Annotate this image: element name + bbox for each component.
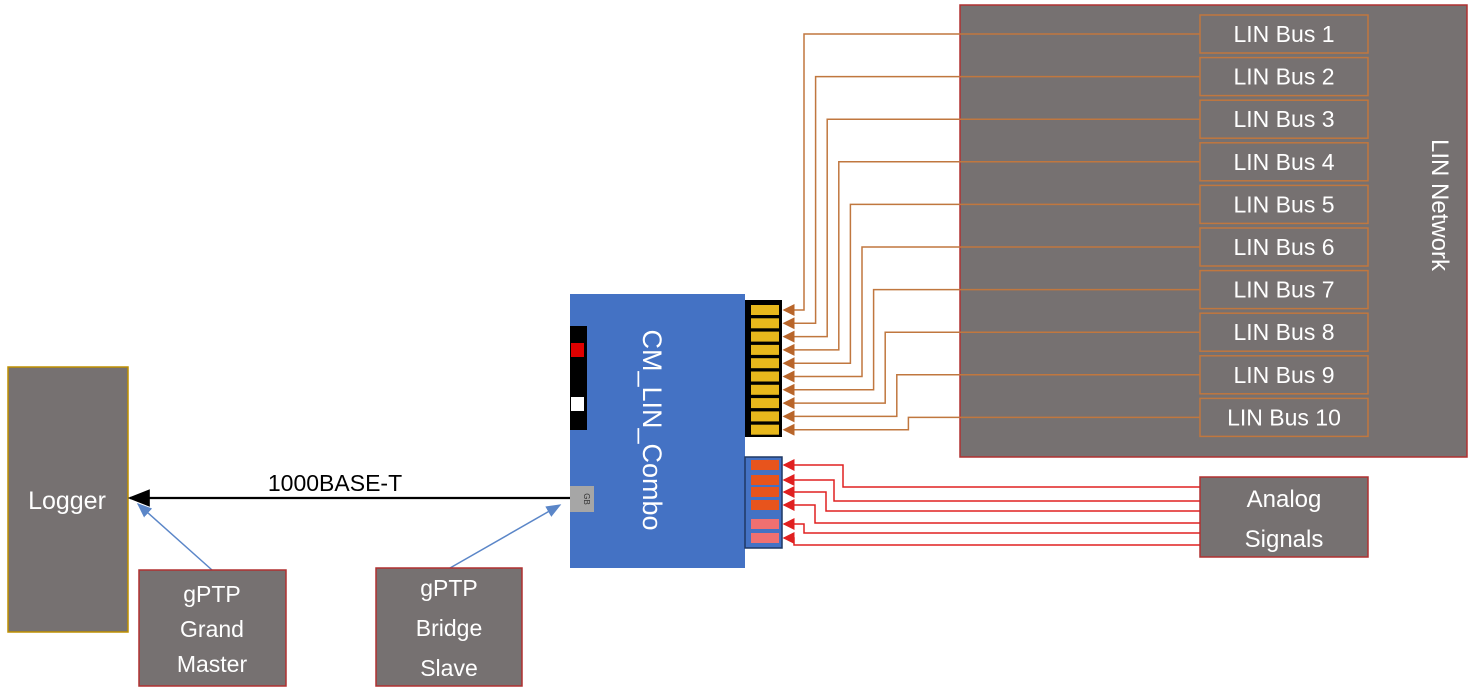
lin-bus-label: LIN Bus 2 [1234, 64, 1335, 90]
lin-pin [751, 318, 779, 329]
lin-connector-pads [751, 305, 779, 435]
lin-pin [751, 331, 779, 342]
logger-label: Logger [28, 487, 106, 515]
device-sd-slot [571, 397, 584, 411]
lin-bus-box [1199, 184, 1369, 225]
analog-wires [782, 459, 1200, 546]
analog-pin [751, 475, 779, 485]
analog-signals-label-2: Signals [1245, 526, 1324, 553]
lin-network-label: LIN Network [1426, 139, 1453, 272]
lin-bus-box [1199, 355, 1369, 395]
lin-bus-box [1199, 269, 1369, 310]
lin-bus-box [1199, 99, 1369, 139]
lin-wire [782, 75, 1200, 330]
logger-box [7, 366, 129, 633]
bridge-slave-arrow [449, 504, 562, 569]
lin-pin [751, 344, 779, 355]
analog-wire [782, 518, 1200, 534]
lin-bus-label: LIN Bus 3 [1234, 106, 1335, 132]
analog-wire [782, 474, 1200, 502]
lin-bus-box [1199, 312, 1369, 352]
lin-pin [751, 411, 779, 422]
bridge-slave-label-1: gPTP [420, 575, 478, 601]
lin-pin [751, 384, 779, 395]
analog-connector-pads [751, 460, 779, 543]
lin-pin [751, 398, 779, 409]
analog-pin [751, 487, 779, 497]
lin-bus-label: LIN Bus 7 [1234, 277, 1335, 303]
lin-bus-label: LIN Bus 6 [1234, 234, 1335, 260]
lin-bus-label: LIN Bus 5 [1234, 191, 1335, 217]
lin-wire [782, 246, 1200, 383]
grand-master-label-3: Master [177, 651, 248, 677]
lin-bus-box [1199, 142, 1369, 182]
lin-wire [782, 288, 1200, 396]
lin-wire [782, 33, 1200, 316]
lin-bus-label: LIN Bus 4 [1234, 149, 1335, 175]
lin-pin [751, 424, 779, 435]
lin-wire [782, 331, 1200, 410]
bridge-slave-box [375, 567, 523, 687]
lin-wire [782, 203, 1200, 370]
analog-signals-label-1: Analog [1247, 486, 1322, 513]
lin-wire [782, 374, 1200, 423]
lin-bus-list: LIN Bus 1 LIN Bus 2 LIN Bus 3 LIN Bus 4 LIN … [1199, 14, 1369, 438]
bridge-slave-label-3: Slave [420, 655, 478, 681]
grand-master-label-2: Grand [180, 616, 244, 642]
device-label: CM_LIN_Combo [637, 329, 667, 530]
analog-wire [782, 459, 1200, 488]
analog-pin [751, 519, 779, 529]
lin-pin [751, 371, 779, 382]
ethernet-link-label: 1000BASE-T [268, 470, 402, 496]
lin-bus-label: LIN Bus 1 [1234, 21, 1335, 47]
lin-pin [751, 358, 779, 369]
analog-wire [782, 486, 1200, 512]
grand-master-arrow [136, 503, 213, 571]
analog-pin [751, 533, 779, 543]
lin-bus-label: LIN Bus 9 [1234, 362, 1335, 388]
cm-lin-combo-device [570, 294, 745, 568]
lin-bus-box [1199, 14, 1369, 54]
lin-wire [782, 118, 1200, 343]
lin-wire [782, 161, 1200, 356]
device-port-label: GB [582, 493, 591, 505]
lin-pin [751, 305, 779, 315]
grand-master-box [138, 569, 287, 687]
lin-bus-box [1199, 227, 1369, 267]
bridge-slave-label-2: Bridge [416, 615, 482, 641]
analog-wire [782, 499, 1200, 524]
device-status-strip [570, 326, 587, 430]
analog-pin [751, 460, 779, 470]
lin-bus-label: LIN Bus 8 [1234, 319, 1335, 345]
lin-wires [782, 33, 1200, 436]
grand-master-label-1: gPTP [183, 581, 241, 607]
lin-bus-box [1199, 56, 1369, 97]
analog-wire [782, 532, 1200, 546]
analog-signals-box [1199, 476, 1369, 558]
device-status-led [571, 343, 584, 357]
lin-bus-label: LIN Bus 10 [1227, 404, 1341, 430]
device-ethernet-port [570, 486, 594, 512]
analog-pin [751, 500, 779, 510]
lin-bus-box [1199, 397, 1369, 438]
lin-wire [782, 416, 1200, 436]
